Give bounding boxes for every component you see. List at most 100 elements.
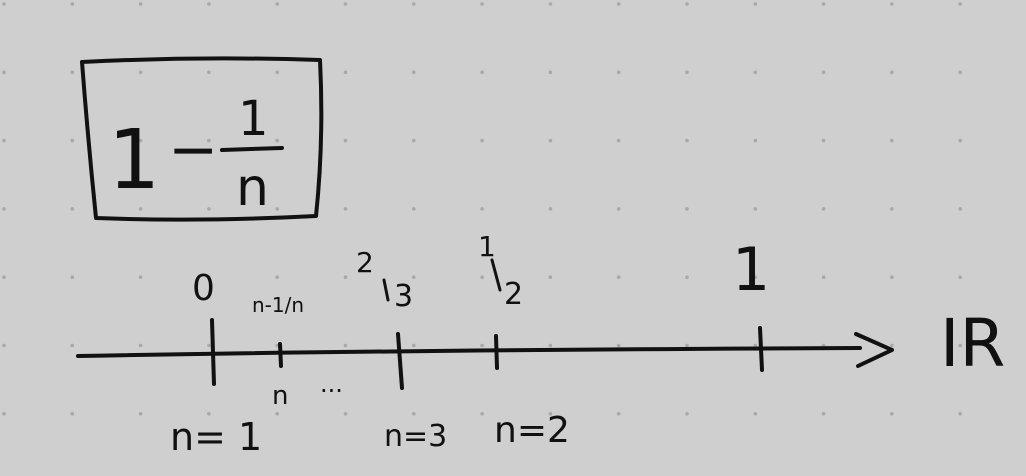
grid-dot (138, 275, 143, 280)
grid-dot (890, 343, 894, 348)
label-one: 1 (732, 235, 770, 305)
grid-dot (343, 412, 348, 416)
grid-dot (138, 343, 143, 348)
grid-dot (207, 412, 211, 416)
label-half-num: 1 (478, 230, 496, 263)
grid-dot (958, 343, 962, 348)
grid-dot (616, 2, 621, 6)
grid-dot (821, 138, 826, 143)
grid-dot (685, 207, 689, 211)
grid-dot (480, 138, 484, 143)
grid-dot (480, 2, 484, 6)
grid-dot (821, 70, 826, 75)
grid-dot (138, 412, 143, 416)
grid-dot (412, 138, 416, 143)
grid-dot (958, 207, 962, 211)
grid-dot (548, 207, 553, 211)
grid-dot (958, 275, 962, 280)
grid-dot (70, 2, 75, 6)
grid-dot (480, 412, 484, 416)
label-two-thirds-slash (382, 278, 390, 302)
label-two-thirds-den: 3 (394, 279, 413, 314)
fraction-bar (220, 146, 284, 152)
grid-dot (207, 275, 211, 280)
grid-dot (207, 343, 211, 348)
grid-dot (890, 275, 894, 280)
grid-dot (616, 207, 621, 211)
grid-dot (412, 343, 416, 348)
grid-dot (548, 2, 553, 6)
grid-dot (275, 70, 280, 75)
grid-dot (207, 138, 211, 143)
grid-dot (343, 207, 348, 211)
grid-dot (958, 138, 962, 143)
grid-dot (616, 275, 621, 280)
grid-dot (207, 207, 211, 211)
grid-dot (2, 343, 6, 348)
tick-half (494, 334, 499, 370)
grid-dot (70, 412, 75, 416)
grid-dot (70, 138, 75, 143)
formula-denominator: n (236, 158, 269, 218)
grid-dot (958, 70, 962, 75)
grid-dot (2, 138, 6, 143)
tick-one (758, 326, 764, 372)
grid-dot (685, 2, 689, 6)
grid-dot (480, 70, 484, 75)
grid-dot (412, 2, 416, 6)
grid-dot (343, 275, 348, 280)
grid-dot (616, 138, 621, 143)
grid-dot (275, 138, 280, 143)
grid-dot (753, 207, 758, 211)
label-zero: 0 (192, 268, 215, 309)
grid-dot (616, 343, 621, 348)
grid-dot (275, 207, 280, 211)
grid-dot (2, 2, 6, 6)
grid-dot (958, 412, 962, 416)
grid-dot (70, 207, 75, 211)
grid-dot (480, 275, 484, 280)
label-n-general: n (272, 381, 288, 411)
grid-dot (616, 70, 621, 75)
grid-dot (275, 412, 280, 416)
grid-dot (138, 2, 143, 6)
grid-dot (412, 207, 416, 211)
formula-whole: 1 (108, 113, 160, 208)
grid-dot (685, 412, 689, 416)
grid-dot (890, 207, 894, 211)
grid-dot (958, 2, 962, 6)
grid-dot (821, 2, 826, 6)
label-half-den: 2 (504, 277, 523, 312)
tick-general (278, 342, 283, 368)
axis-label: IR (940, 305, 1005, 382)
formula-operator: − (168, 115, 218, 185)
grid-dot (685, 70, 689, 75)
grid-dot (207, 2, 211, 6)
labels-below: n= 1 n ... n=3 n=2 (170, 370, 570, 459)
label-half-slash (490, 258, 502, 292)
grid-dot (275, 275, 280, 280)
grid-dot (343, 2, 348, 6)
grid-dot (548, 343, 553, 348)
formula-box: 1 − 1 n (80, 56, 324, 222)
grid-dot (685, 343, 689, 348)
grid-dot (548, 412, 553, 416)
grid-dot (412, 70, 416, 75)
grid-dot (753, 343, 758, 348)
formula-numerator: 1 (238, 91, 269, 147)
grid-dot (890, 138, 894, 143)
grid-dot (2, 70, 6, 75)
grid-dot (70, 275, 75, 280)
tick-zero (210, 318, 216, 386)
grid-dot (70, 343, 75, 348)
grid-dot (890, 2, 894, 6)
grid-dot (616, 412, 621, 416)
grid-dot (2, 412, 6, 416)
number-line: IR (76, 305, 1005, 390)
label-two-thirds-num: 2 (356, 246, 374, 279)
grid-dot (548, 138, 553, 143)
grid-dot (753, 275, 758, 280)
tick-two-thirds (396, 332, 404, 390)
label-n1: n= 1 (170, 415, 262, 459)
